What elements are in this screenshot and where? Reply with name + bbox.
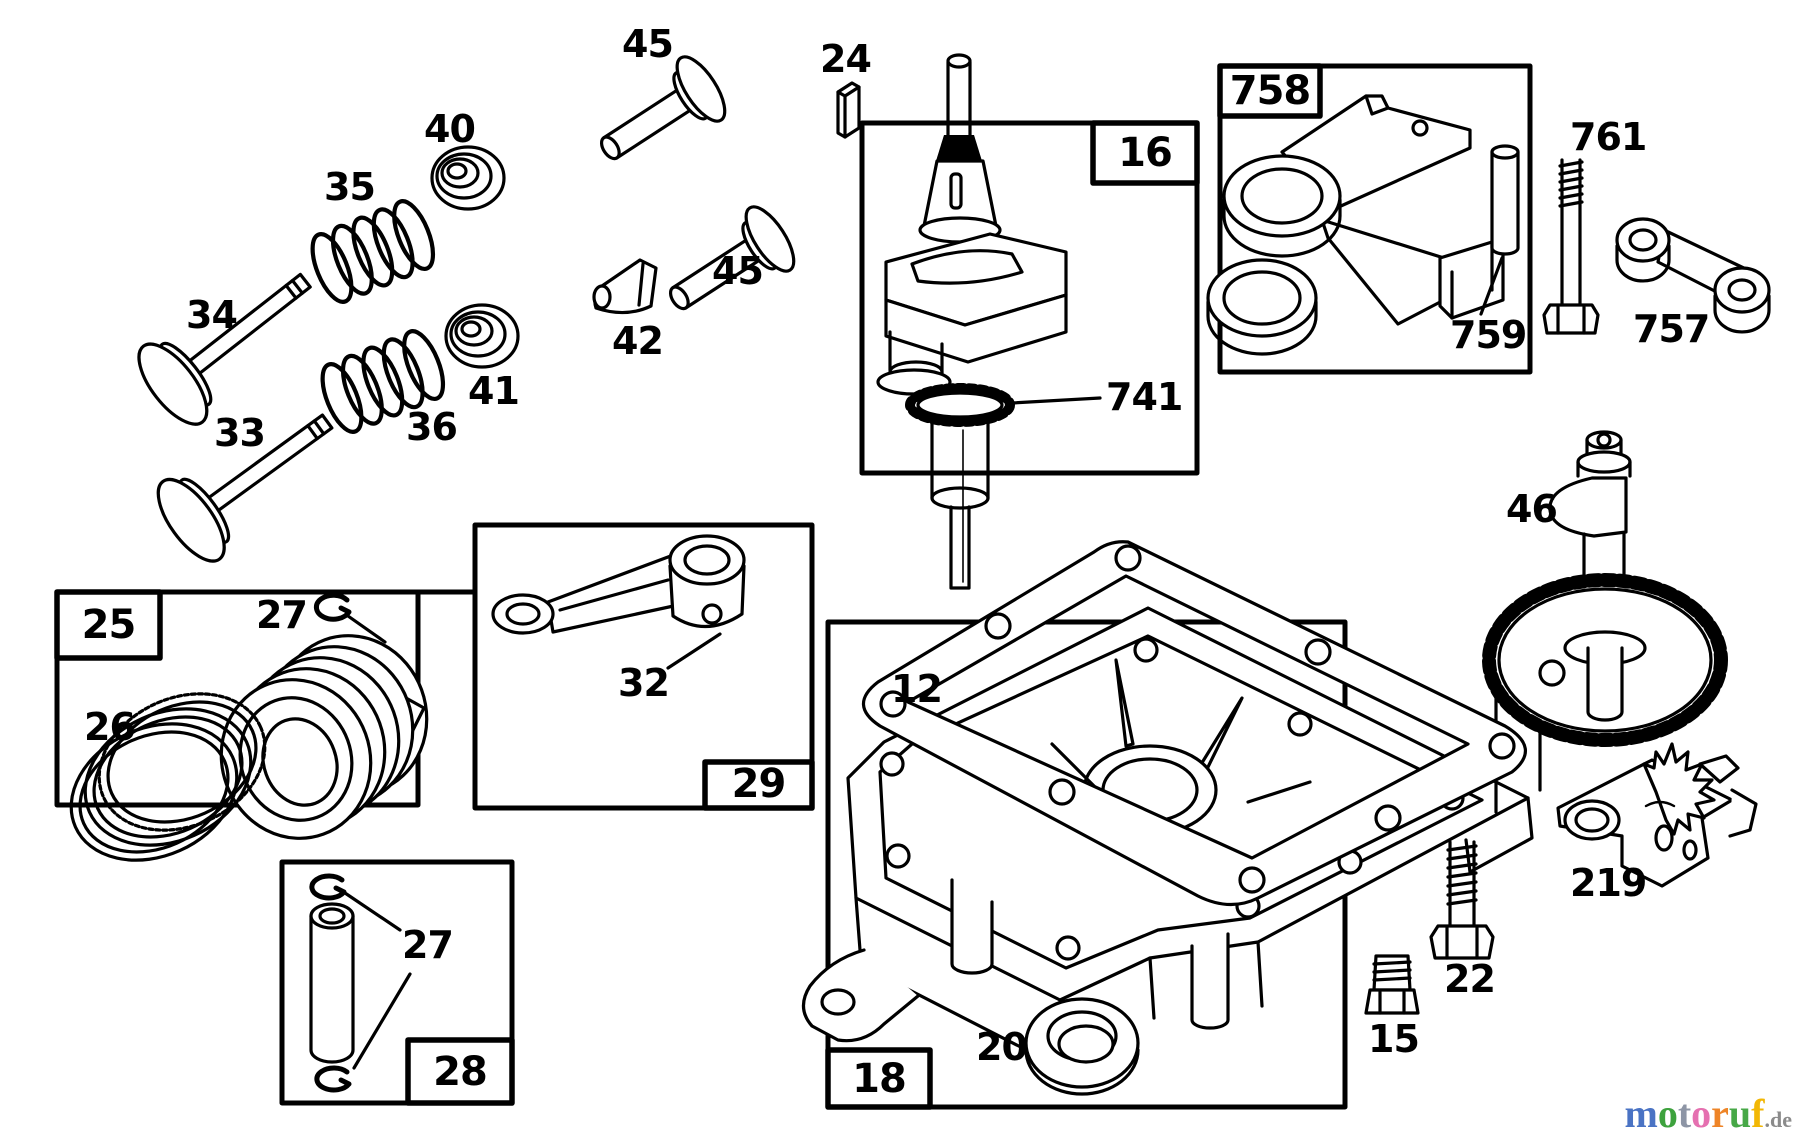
callout-22: 22 [1444,957,1496,1001]
wm-letter: o [1691,1091,1712,1136]
piston-rings-26 [69,692,267,862]
motoruf-watermark: motoruf.de [1625,1094,1793,1134]
callout-45-upper: 45 [622,22,674,66]
label-box-18 [825,1047,933,1110]
callout-27-piston: 27 [256,593,308,637]
callout-32: 32 [618,661,670,705]
callout-34: 34 [186,293,238,337]
wm-letter: m [1624,1091,1658,1136]
wm-tld: .de [1764,1107,1793,1132]
callout-40: 40 [424,107,476,151]
governor-link-757 [1615,217,1771,334]
box-29-rod [472,522,815,811]
tappet-45-lower [668,205,796,311]
valve-spring-35 [310,199,436,304]
callout-15: 15 [1368,1017,1420,1061]
group-label-18: 18 [852,1055,907,1102]
spring-retainer-40 [430,145,506,211]
pointer-741 [1010,396,1102,405]
callout-741: 741 [1106,375,1183,419]
callout-36: 36 [406,405,458,449]
exhaust-valve-33 [156,413,334,563]
spring-retainer-41 [444,303,520,369]
box-28-wrist-pin [279,859,515,1106]
wm-letter: r [1711,1091,1729,1136]
callout-46: 46 [1506,487,1558,531]
box-758-bracket [1217,63,1533,375]
wm-letter: t [1677,1091,1692,1136]
callout-24: 24 [820,37,872,81]
pointer-27a [346,614,387,644]
label-box-28 [405,1037,515,1106]
callout-757: 757 [1633,307,1710,351]
crankshaft-741 [876,53,1068,590]
callout-27-pin: 27 [402,923,454,967]
group-label-758: 758 [1229,68,1312,114]
callout-42: 42 [612,319,664,363]
callout-219: 219 [1570,861,1647,905]
group-label-28: 28 [433,1048,488,1095]
callout-12: 12 [891,667,943,711]
bolt-22 [1429,840,1495,960]
label-box-25 [54,589,163,661]
intake-valve-34 [137,272,312,426]
callout-759: 759 [1450,313,1527,357]
label-boxes [54,63,1323,1110]
box-16-crankshaft [859,120,1200,476]
callout-33: 33 [214,411,266,455]
callout-761: 761 [1570,115,1647,159]
pin-759 [1479,144,1520,316]
governor-assembly-219 [1556,742,1758,888]
bolt-761 [1542,158,1600,335]
piston-24x [219,634,429,840]
group-label-29: 29 [731,761,787,807]
wrist-pin-27-group [309,873,412,1093]
circlip-27-glyph [313,592,352,622]
camshaft-46 [1482,430,1728,747]
callout-20: 20 [976,1025,1028,1069]
connecting-rod-32 [491,534,746,635]
wm-letter: o [1657,1091,1678,1136]
label-box-16 [1090,120,1200,186]
callout-35: 35 [324,165,376,209]
oil-seal-20 [1024,997,1140,1096]
label-box-29 [702,759,815,811]
sump-gasket-12 [861,540,1528,907]
valve-spring-36 [320,329,446,434]
group-label-16: 16 [1118,130,1173,176]
governor-bracket-758 [1206,94,1505,356]
key-24 [836,81,861,139]
callout-45-lower: 45 [712,249,764,293]
wm-letter: f [1751,1091,1765,1136]
callout-41: 41 [468,369,520,413]
wm-letter: u [1728,1091,1752,1136]
label-box-758 [1217,63,1323,119]
pointer-32 [666,632,722,670]
tappet-45-upper [599,55,727,161]
group-label-25: 25 [81,602,137,648]
drain-plug-15 [1364,954,1420,1015]
valve-cap-42 [592,258,658,315]
callout-26: 26 [84,705,136,749]
